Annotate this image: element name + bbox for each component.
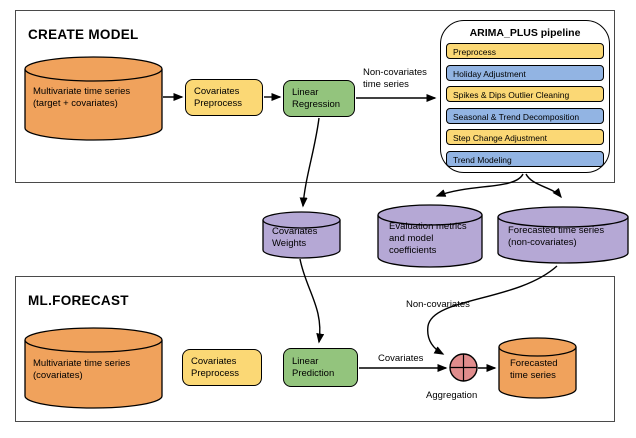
forecast-noncovariates-cylinder: [497, 206, 629, 264]
multivariate-target-cylinder: [24, 56, 163, 141]
aggregation-label: Aggregation: [426, 390, 478, 401]
aggregation-plus-icon: [449, 353, 478, 382]
evaluation-metrics-cylinder: [377, 204, 483, 268]
multivariate-covariates-cylinder: [24, 327, 163, 409]
evaluation-metrics-label: Evaluation metrics and model coefficient…: [389, 221, 467, 256]
ml-forecast-title: ML.FORECAST: [28, 293, 129, 308]
create-model-section: CREATE MODEL: [15, 10, 615, 183]
arrow-weights-to-prediction: [299, 258, 325, 344]
arima-plus-pipeline-title: ARIMA_PLUS pipeline: [469, 27, 581, 39]
pipeline-step-seasonal-trend: Seasonal & Trend Decomposition: [446, 107, 604, 124]
forecasted-time-series-label: Forecasted time series: [510, 358, 558, 381]
arima-plus-pipeline: ARIMA_PLUS pipeline Preprocess Holiday A…: [440, 20, 610, 173]
arrow-pipeline-to-noncov-forecast: [525, 173, 562, 199]
ml-forecast-section: ML.FORECAST: [15, 276, 615, 422]
pipeline-step-preprocess: Preprocess: [446, 43, 604, 59]
arrow-pipeline-to-evaluation: [435, 173, 524, 197]
linear-prediction-box: Linear Prediction: [283, 348, 358, 387]
covariates-weights-cylinder: [262, 211, 341, 259]
forecasted-time-series-cylinder: [498, 337, 577, 399]
covariates-edge-label: Covariates: [378, 353, 424, 364]
covariates-weights-label: Covariates Weights: [272, 226, 318, 249]
linear-regression-box: Linear Regression: [283, 80, 355, 117]
noncovariates-time-series-edge-label: Non-covariates time series: [363, 67, 427, 90]
pipeline-step-trend-modeling: Trend Modeling: [446, 150, 604, 167]
pipeline-step-step-change: Step Change Adjustment: [446, 129, 604, 145]
create-model-title: CREATE MODEL: [28, 27, 139, 42]
covariates-preprocess-train-box: Covariates Preprocess: [185, 79, 263, 116]
multivariate-target-label: Multivariate time series (target + covar…: [33, 86, 131, 109]
noncovariates-edge-label: Non-covariates: [406, 299, 470, 310]
pipeline-step-spikes-dips: Spikes & Dips Outlier Cleaning: [446, 86, 604, 102]
forecast-noncovariates-label: Forecasted time series (non-covariates): [508, 225, 605, 248]
pipeline-step-holiday-adjustment: Holiday Adjustment: [446, 64, 604, 81]
covariates-preprocess-predict-box: Covariates Preprocess: [182, 349, 262, 386]
arrow-regression-to-weights: [299, 117, 320, 208]
arrow-noncov-to-aggregation: [427, 265, 558, 355]
multivariate-covariates-label: Multivariate time series (covariates): [33, 358, 131, 381]
